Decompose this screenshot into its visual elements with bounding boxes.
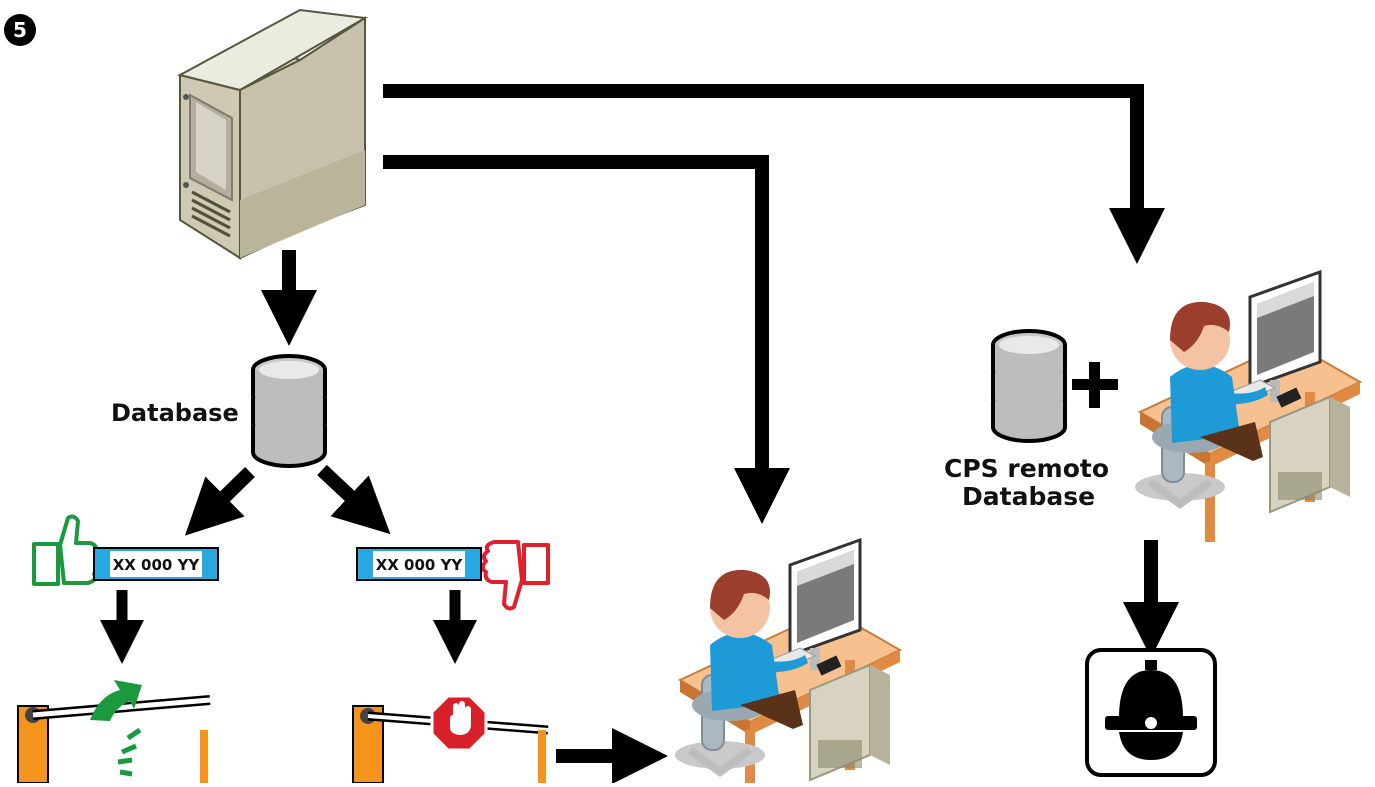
connector-arrows xyxy=(100,84,1179,784)
svg-text:XX 000 YY: XX 000 YY xyxy=(113,556,201,574)
stop-sign-icon xyxy=(430,694,488,752)
remote-operator-icon xyxy=(1135,272,1360,542)
plate-rejected: XX 000 YY xyxy=(356,547,482,581)
alarm-bell-icon xyxy=(1085,648,1217,777)
plus-icon xyxy=(1072,362,1118,408)
database-label: Database xyxy=(111,399,239,427)
remote-database-label-line1: CPS remoto xyxy=(944,454,1110,483)
svg-text:XX 000 YY: XX 000 YY xyxy=(376,556,464,574)
thumbs-up-icon xyxy=(32,514,101,586)
thumbs-down-icon xyxy=(481,540,550,611)
remote-database-label-line2: Database xyxy=(962,482,1096,511)
server-icon xyxy=(176,8,369,260)
step-badge: 5 xyxy=(4,14,36,46)
svg-text:5: 5 xyxy=(13,18,27,42)
database-icon xyxy=(251,354,327,468)
remote-database-icon xyxy=(991,329,1067,443)
operator-icon xyxy=(675,540,900,783)
plate-approved: XX 000 YY xyxy=(93,547,219,581)
barrier-open-icon xyxy=(17,680,211,784)
